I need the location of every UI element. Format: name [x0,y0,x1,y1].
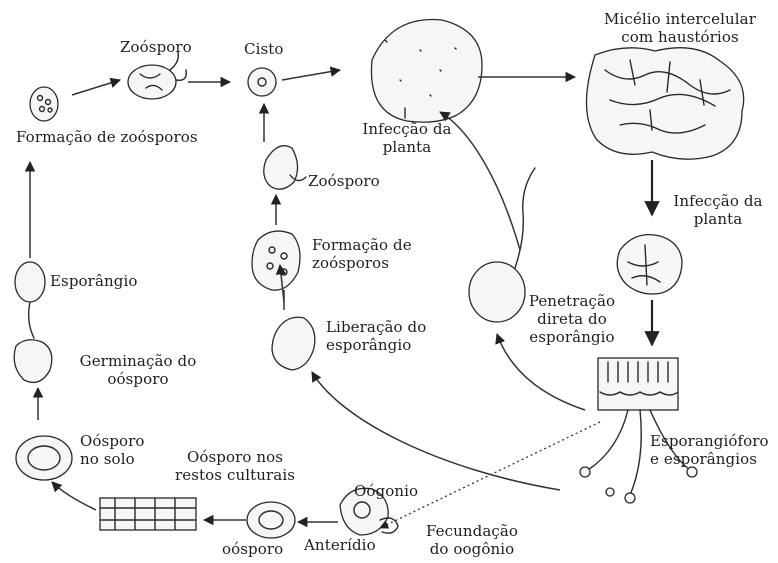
intercellular-mycelium-drawing [586,48,743,160]
label-infeccao-planta-right: Infecção da planta [664,192,772,228]
label-oosporo-solo: Oósporo no solo [80,432,145,468]
label-anteridio: Anterídio [304,536,376,554]
label-oosporo-bottom: oósporo [222,540,283,558]
label-fecundacao: Fecundação do oogônio [412,522,532,558]
released-sporangium-drawing [272,317,315,370]
sporangium-forming-zoospores-drawing [252,231,300,290]
label-cisto: Cisto [244,40,284,58]
label-germinacao: Germinação do oósporo [68,352,208,388]
label-formacao-zoosporos-left: Formação de zoósporos [16,128,198,146]
germinating-oospore-drawing [14,302,52,382]
oospore-in-soil-drawing [16,436,72,480]
infected-leaf-drawing [371,20,482,123]
label-zoosporo-top: Zoósporo [120,38,192,56]
label-infeccao-planta-top: Infecção da planta [352,120,462,156]
label-zoosporo-mid: Zoósporo [308,172,380,190]
leaf-cross-section-drawing [580,358,697,503]
label-esporangio: Esporângio [50,272,137,290]
zoospore-drawing-mid [264,146,306,189]
label-oogonio: Oógonio [354,482,418,500]
sporangium-drawing-left [15,262,45,302]
label-penetracao: Penetração direta do esporângio [516,292,628,346]
plant-debris-drawing [100,498,196,530]
label-liberacao: Liberação do esporângio [326,318,426,354]
label-formacao-zoosporos-mid: Formação de zoósporos [312,236,412,272]
infected-leaf-fragment-drawing [617,235,682,294]
zoospore-drawing-top [128,52,186,99]
sporangium-releasing-zoospores-drawing [30,87,58,121]
label-oosporo-restos: Oósporo nos restos culturais [166,448,304,484]
cyst-drawing [248,68,276,96]
label-micelio: Micélio intercelular com haustórios [590,10,770,46]
label-esporangioforo: Esporangióforo e esporângios [650,432,769,468]
oospore-drawing-bottom [247,502,295,538]
